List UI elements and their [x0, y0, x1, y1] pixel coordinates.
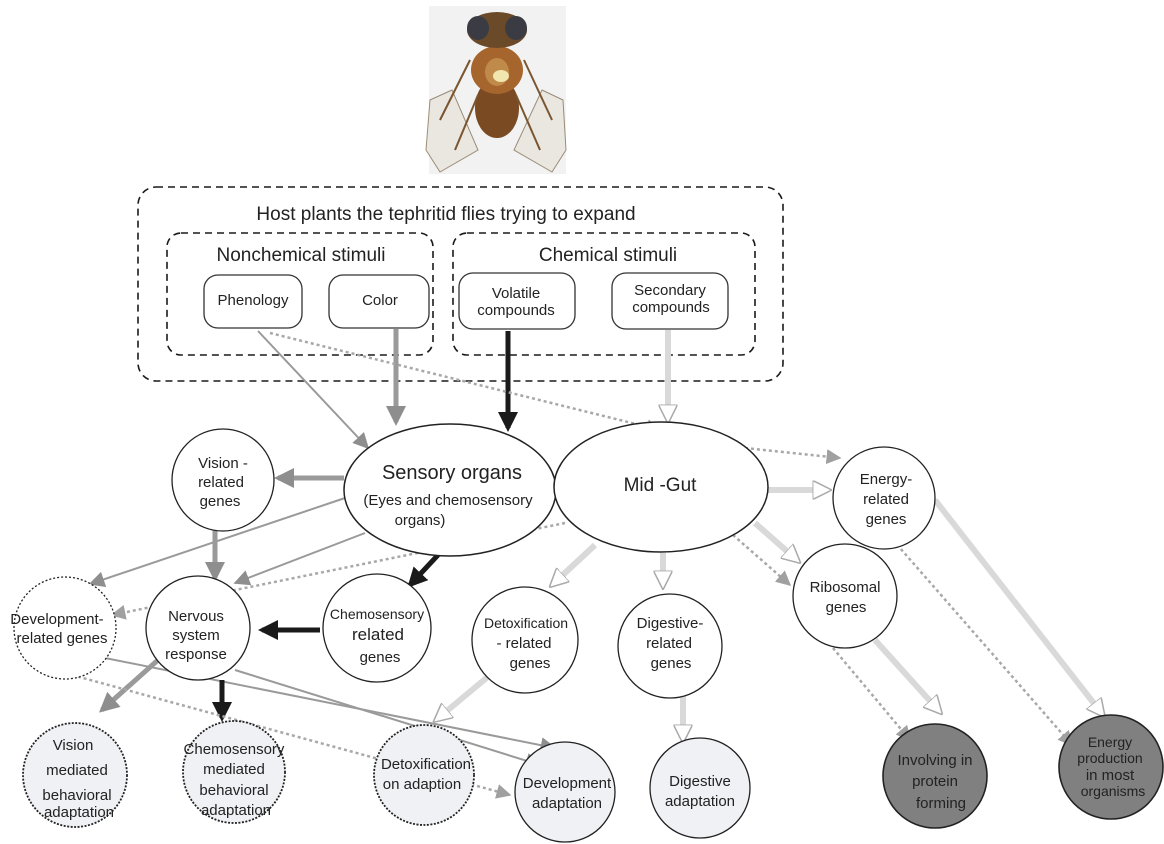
edge-nervous-visionadapt	[99, 658, 160, 713]
protein-forming-node: Involving in protein forming	[882, 723, 988, 829]
chemical-title: Chemical stimuli	[539, 245, 677, 266]
detoxification-genes-node: Detoxification - related genes	[471, 586, 579, 694]
svg-text:Ribosomal: Ribosomal	[810, 579, 881, 596]
chemosensory-adaptation-node: Chemosensory mediated behavioral adaptat…	[182, 720, 286, 824]
svg-text:related genes: related genes	[17, 630, 108, 647]
host-plants-title: Host plants the tephritid flies trying t…	[256, 204, 635, 225]
ribosomal-genes-node: Ribosomal genes	[792, 543, 898, 649]
svg-text:behavioral: behavioral	[199, 782, 268, 799]
svg-text:compounds: compounds	[632, 299, 710, 316]
energy-genes-node: Energy- related genes	[832, 446, 936, 550]
svg-text:Development-: Development-	[10, 611, 103, 628]
edge-ribosomal-protein-dotted	[832, 647, 911, 742]
svg-text:genes: genes	[360, 649, 401, 666]
svg-text:genes: genes	[651, 655, 692, 672]
edge-nervous-devadapt	[234, 669, 542, 769]
svg-text:production: production	[1077, 750, 1142, 766]
svg-text:protein: protein	[912, 773, 958, 790]
svg-text:related: related	[863, 491, 909, 508]
edge-phenology-sensory	[257, 330, 370, 450]
svg-text:adaptation: adaptation	[665, 793, 735, 810]
nervous-system-node: Nervous system response	[145, 575, 251, 681]
svg-text:Chemosensory: Chemosensory	[184, 741, 285, 758]
svg-text:mediated: mediated	[46, 762, 108, 779]
svg-text:organs): organs)	[395, 512, 446, 529]
vision-genes-node: Vision - related genes	[171, 428, 275, 532]
svg-text:adaptation: adaptation	[44, 804, 114, 821]
svg-text:(Eyes and chemosensory: (Eyes and chemosensory	[363, 492, 533, 509]
secondary-compounds-box: Secondary compounds	[611, 272, 729, 330]
svg-text:genes: genes	[200, 493, 241, 510]
volatile-compounds-box: Volatile compounds	[458, 272, 576, 330]
svg-text:related: related	[646, 635, 692, 652]
color-box: Color	[328, 274, 430, 329]
svg-text:response: response	[165, 646, 227, 663]
edge-midgut-ribosomal-dotted	[732, 534, 792, 586]
svg-text:adaptation: adaptation	[532, 795, 602, 812]
svg-text:Detoxification: Detoxification	[381, 756, 471, 773]
edge-phenology-midgut-dotted	[269, 331, 662, 435]
nonchemical-frame	[166, 232, 434, 356]
edge-energy-energyprod	[932, 498, 1103, 715]
svg-text:related: related	[352, 625, 404, 644]
svg-text:Digestive-: Digestive-	[637, 615, 704, 632]
edge-midgut-detox	[552, 542, 598, 585]
sensory-organs-node: Sensory organs (Eyes and chemosensory or…	[343, 423, 557, 557]
svg-text:in most: in most	[1086, 767, 1135, 784]
svg-text:genes: genes	[510, 655, 551, 672]
svg-text:Mid -Gut: Mid -Gut	[624, 475, 698, 496]
edge-sensory-nervous	[233, 532, 366, 586]
svg-text:behavioral: behavioral	[42, 787, 111, 804]
svg-text:organisms: organisms	[1081, 783, 1146, 799]
svg-text:Nervous: Nervous	[168, 608, 224, 625]
svg-text:Vision -: Vision -	[198, 455, 248, 472]
svg-text:genes: genes	[826, 599, 867, 616]
edge-sensory-chemosensory	[407, 553, 440, 588]
svg-text:Detoxification: Detoxification	[484, 615, 568, 631]
development-adaptation-node: Development adaptation	[514, 741, 616, 843]
development-genes-node: Development- related genes	[10, 576, 117, 680]
svg-text:Sensory organs: Sensory organs	[382, 462, 522, 484]
svg-text:Phenology: Phenology	[218, 292, 289, 309]
edge-detox-detoxadapt	[436, 672, 492, 720]
phenology-box: Phenology	[203, 274, 303, 329]
edge-midgut-energy-dotted	[744, 446, 842, 465]
chemical-frame	[452, 232, 756, 356]
svg-text:Volatile: Volatile	[492, 285, 540, 302]
svg-text:Vision: Vision	[53, 737, 94, 754]
energy-production-node: Energy production in most organisms	[1058, 714, 1164, 820]
svg-text:Energy: Energy	[1088, 734, 1132, 750]
vision-adaptation-node: Vision mediated behavioral adaptation	[22, 722, 128, 828]
svg-text:on adaption: on adaption	[383, 776, 461, 793]
host-plants-frame	[137, 186, 784, 382]
svg-text:compounds: compounds	[477, 302, 555, 319]
edge-ribosomal-protein	[872, 637, 940, 712]
svg-text:genes: genes	[866, 511, 907, 528]
nonchemical-title: Nonchemical stimuli	[217, 245, 386, 266]
svg-text:Energy-: Energy-	[860, 471, 913, 488]
detoxification-adaptation-node: Detoxification on adaption	[373, 724, 475, 826]
edge-midgut-ribosomal	[753, 520, 798, 561]
chemosensory-genes-node: Chemosensory related genes	[322, 573, 432, 683]
svg-text:Color: Color	[362, 292, 398, 309]
svg-text:related: related	[198, 474, 244, 491]
svg-text:Involving in: Involving in	[897, 752, 972, 769]
svg-text:Development: Development	[523, 775, 612, 792]
svg-text:- related: - related	[496, 635, 551, 652]
svg-text:forming: forming	[916, 795, 966, 812]
svg-text:Secondary: Secondary	[634, 282, 706, 299]
digestive-genes-node: Digestive- related genes	[617, 593, 723, 699]
svg-text:Chemosensory: Chemosensory	[330, 606, 424, 622]
svg-text:system: system	[172, 627, 220, 644]
svg-text:Digestive: Digestive	[669, 773, 731, 790]
fly-photo	[425, 6, 567, 174]
svg-text:mediated: mediated	[203, 761, 265, 778]
midgut-node: Mid -Gut	[553, 421, 769, 553]
svg-text:adaptation: adaptation	[201, 802, 271, 819]
digestive-adaptation-node: Digestive adaptation	[649, 737, 751, 839]
